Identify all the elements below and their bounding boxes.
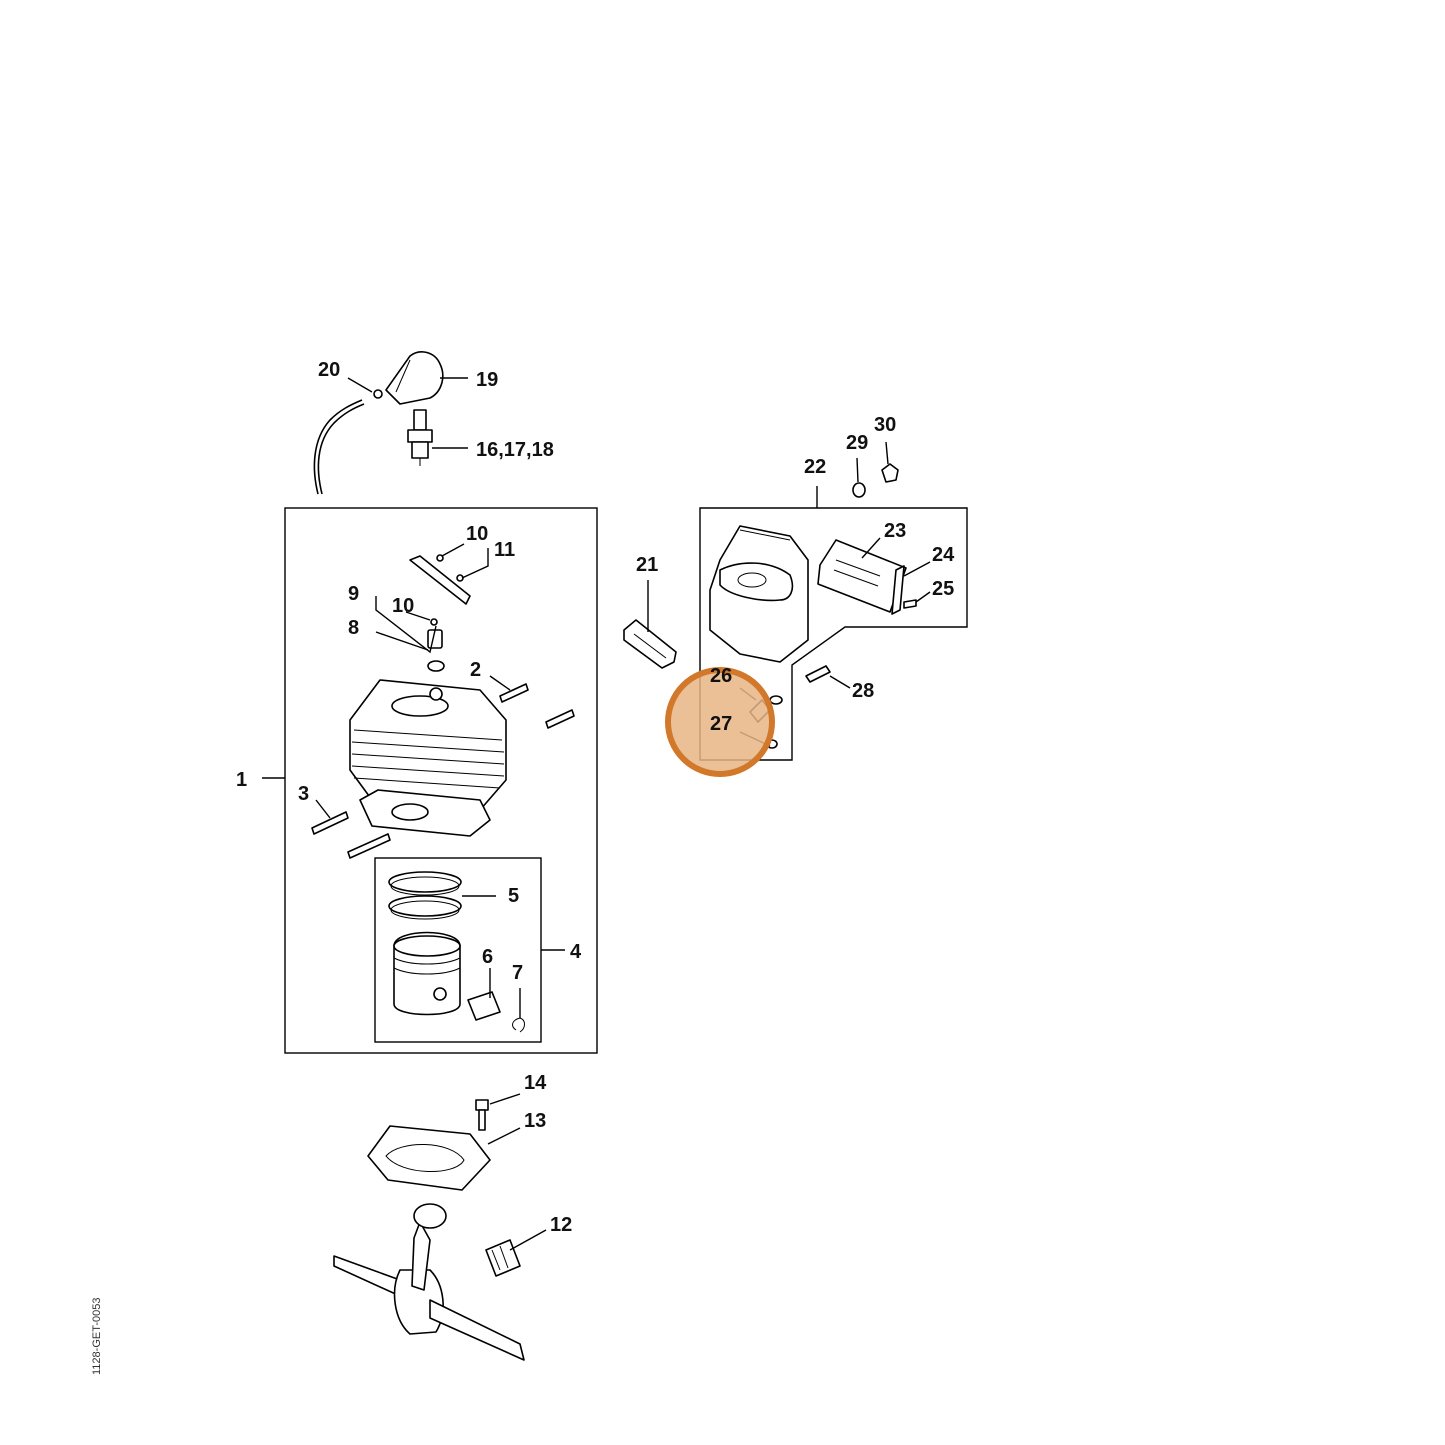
- leader-lines: [262, 377, 931, 1251]
- callout-3: 3: [298, 783, 309, 805]
- ignition-wire-inner: [317, 403, 365, 495]
- muffler-gasket[interactable]: [623, 619, 677, 669]
- callout-24: 24: [932, 544, 955, 566]
- cover-plate[interactable]: [891, 565, 905, 615]
- cylinder-body[interactable]: [349, 679, 507, 837]
- screw-25[interactable]: [903, 599, 917, 609]
- callout-10-lower: 10: [392, 595, 414, 617]
- callout-8: 8: [348, 617, 359, 639]
- callout-28: 28: [852, 680, 874, 702]
- callout-27: 27: [710, 713, 732, 735]
- callout-2: 2: [470, 659, 481, 681]
- callout-11: 11: [494, 539, 515, 561]
- callout-4: 4: [570, 941, 582, 963]
- callout-10-upper: 10: [466, 523, 488, 545]
- spark-plug-boot[interactable]: [385, 351, 444, 405]
- stud-lower-1[interactable]: [311, 811, 349, 835]
- spark-plug[interactable]: [407, 409, 433, 466]
- stud-upper-1[interactable]: [499, 683, 529, 703]
- callout-9: 9: [348, 583, 359, 605]
- callout-14: 14: [524, 1072, 547, 1094]
- washer-27-a[interactable]: [769, 695, 783, 705]
- muffler[interactable]: [709, 525, 809, 663]
- piston[interactable]: [393, 931, 461, 1016]
- callout-23: 23: [884, 520, 906, 542]
- piston-rings[interactable]: [388, 871, 462, 920]
- piston-pin[interactable]: [467, 991, 501, 1021]
- callout-6: 6: [482, 946, 493, 968]
- screw-14[interactable]: [475, 1099, 489, 1131]
- circlip[interactable]: [512, 1017, 525, 1033]
- callout-20: 20: [318, 359, 340, 381]
- callout-19: 19: [476, 369, 498, 391]
- callout-22: 22: [804, 456, 826, 478]
- crankshaft[interactable]: [333, 1203, 525, 1361]
- ignition-lead-group: [313, 389, 383, 495]
- washer-29[interactable]: [852, 482, 866, 498]
- screw-28[interactable]: [805, 665, 831, 683]
- callout-12: 12: [550, 1214, 572, 1236]
- callout-21: 21: [636, 554, 658, 576]
- highlight-circle: [665, 667, 775, 777]
- callout-5: 5: [508, 885, 519, 907]
- callout-7: 7: [512, 962, 523, 984]
- callout-25: 25: [932, 578, 954, 600]
- callout-1: 1: [236, 769, 247, 791]
- base-gasket[interactable]: [367, 1125, 491, 1191]
- callout-29: 29: [846, 432, 868, 454]
- stud-upper-2[interactable]: [545, 709, 575, 729]
- needle-bearing[interactable]: [485, 1239, 521, 1277]
- decompression-plate[interactable]: [409, 554, 471, 605]
- drawing-code: 1128-GET-0053: [91, 1298, 103, 1375]
- callout-16-17-18: 16,17,18: [476, 439, 554, 461]
- callout-labels: 20 19 16,17,18 10 11 9 10 8 2 1 3 5 4 6 …: [236, 359, 955, 1236]
- callout-30: 30: [874, 414, 896, 436]
- callout-26: 26: [710, 665, 732, 687]
- wire-connector[interactable]: [373, 389, 383, 399]
- stud-lower-2[interactable]: [347, 833, 391, 859]
- cylinder-assembly-box: [284, 507, 598, 1054]
- callout-13: 13: [524, 1110, 546, 1132]
- nut-30[interactable]: [881, 463, 899, 483]
